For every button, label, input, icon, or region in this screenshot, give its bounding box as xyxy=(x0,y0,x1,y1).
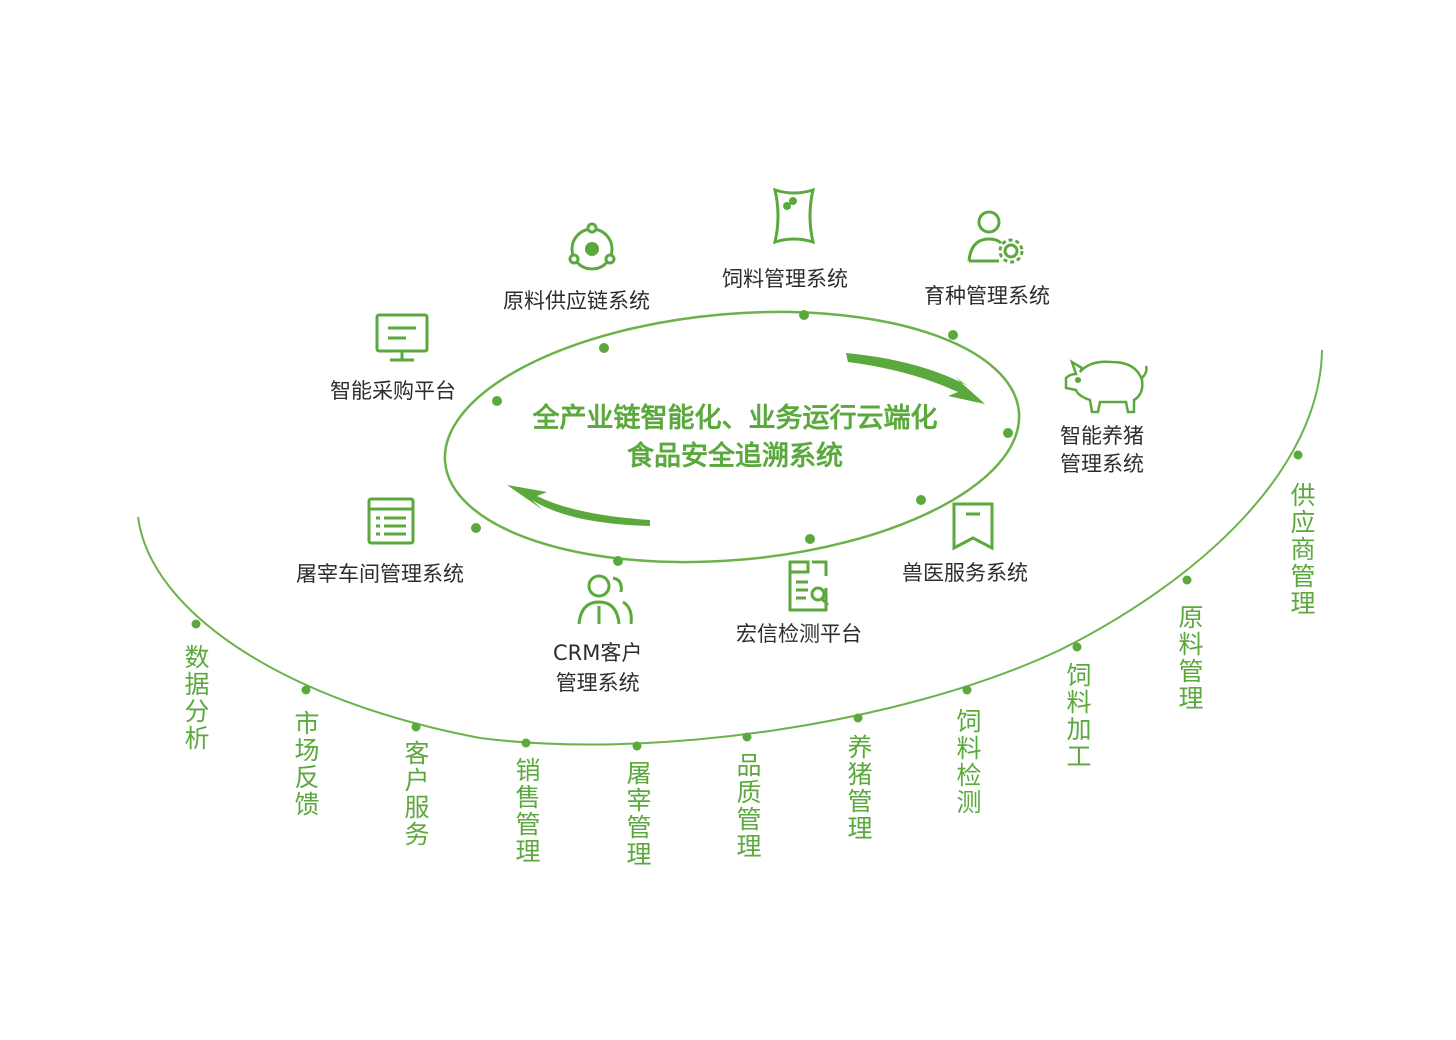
label-slaughter-workshop: 屠宰车间管理系统 xyxy=(296,562,464,586)
list-panel-icon xyxy=(366,496,416,546)
label-smart-procurement: 智能采购平台 xyxy=(330,379,456,403)
label-smart-pig-line1: 智能养猪 xyxy=(1060,424,1144,448)
label-hongxin-testing: 宏信检测平台 xyxy=(736,622,862,646)
outer-label-supplier-mgmt: 供应商管理 xyxy=(1287,482,1316,617)
outer-label-quality-mgmt: 品质管理 xyxy=(733,752,762,860)
dot-outer xyxy=(1072,642,1082,652)
center-title-line2: 食品安全追溯系统 xyxy=(627,441,843,472)
dot-inner xyxy=(1003,428,1013,438)
outer-label-feed-testing: 饲料检测 xyxy=(953,708,982,816)
dot-inner xyxy=(948,330,958,340)
center-title-line1: 全产业链智能化、业务运行云端化 xyxy=(532,403,938,434)
label-vet-service: 兽医服务系统 xyxy=(902,561,1028,585)
outer-label-raw-material-mgmt: 原料管理 xyxy=(1175,604,1204,712)
outer-label-feed-processing: 饲料加工 xyxy=(1063,662,1092,770)
outer-label-sales-mgmt: 销售管理 xyxy=(512,757,541,865)
arrow-clockwise-upper xyxy=(846,353,985,404)
label-smart-pig: 智能养猪 管理系统 xyxy=(1060,422,1144,478)
dot-outer xyxy=(962,685,972,695)
inner-ellipse xyxy=(443,310,1021,564)
users-icon xyxy=(575,572,635,626)
label-raw-supply-chain: 原料供应链系统 xyxy=(503,289,650,313)
label-feed-mgmt: 饲料管理系统 xyxy=(722,267,848,291)
dot-inner xyxy=(599,343,609,353)
dot-outer xyxy=(1293,450,1303,460)
dot-inner xyxy=(916,495,926,505)
dot-outer xyxy=(632,741,642,751)
document-search-icon xyxy=(786,558,834,614)
label-crm-line1: CRM客户 xyxy=(553,641,643,665)
user-gear-icon xyxy=(965,207,1025,267)
outer-label-data-analysis: 数据分析 xyxy=(181,644,210,752)
outer-dots xyxy=(191,450,1303,751)
inner-dots xyxy=(471,310,1013,566)
dot-outer xyxy=(853,713,863,723)
outer-label-pig-mgmt: 养猪管理 xyxy=(844,734,873,842)
dot-inner xyxy=(799,310,809,320)
label-crm-line2: 管理系统 xyxy=(555,671,640,695)
bookmark-icon xyxy=(950,500,996,552)
dot-inner xyxy=(805,534,815,544)
dot-outer xyxy=(1182,575,1192,585)
feed-bag-icon xyxy=(767,186,821,246)
outer-arc xyxy=(137,349,1323,746)
network-orbit-icon xyxy=(565,222,619,276)
outer-label-customer-service: 客户服务 xyxy=(401,740,430,848)
outer-label-slaughter-mgmt: 屠宰管理 xyxy=(623,760,652,868)
dot-outer xyxy=(191,619,201,629)
dot-inner xyxy=(492,396,502,406)
outer-label-market-feedback: 市场反馈 xyxy=(291,710,320,818)
label-crm: CRM客户 管理系统 xyxy=(553,638,642,698)
dot-inner xyxy=(613,556,623,566)
dot-outer xyxy=(301,685,311,695)
label-smart-pig-line2: 管理系统 xyxy=(1060,452,1144,476)
pig-icon xyxy=(1060,350,1150,416)
center-title: 全产业链智能化、业务运行云端化 食品安全追溯系统 xyxy=(460,400,1010,476)
dot-inner xyxy=(471,523,481,533)
arrow-clockwise-lower xyxy=(507,485,650,526)
dot-outer xyxy=(521,738,531,748)
label-breeding-mgmt: 育种管理系统 xyxy=(924,284,1050,308)
dot-outer xyxy=(742,732,752,742)
dot-outer xyxy=(411,722,421,732)
monitor-icon xyxy=(374,312,430,364)
